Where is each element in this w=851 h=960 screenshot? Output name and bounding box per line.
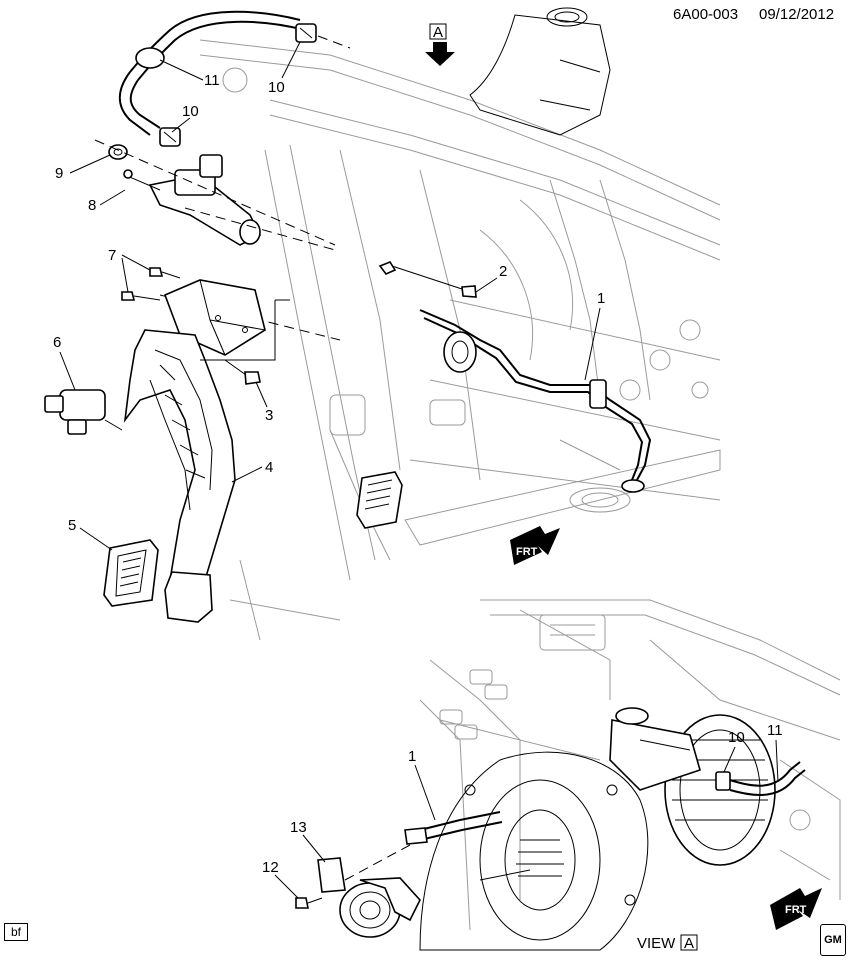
diagram-date: 09/12/2012 <box>759 6 834 23</box>
callout-8: 8 <box>88 197 96 214</box>
clutch-hose <box>118 10 306 136</box>
svg-text:FRT: FRT <box>516 546 538 558</box>
bf-tag: bf <box>4 923 28 941</box>
gm-logo: GM <box>820 924 846 956</box>
callout-9: 9 <box>55 165 63 182</box>
callout-6: 6 <box>53 334 61 351</box>
bolt-lower <box>121 291 161 301</box>
view-label: VIEW A <box>637 934 698 952</box>
callout-10-left: 10 <box>182 103 199 120</box>
svg-text:VIEW: VIEW <box>637 935 676 952</box>
view-callout-a: A <box>425 23 455 66</box>
callout-5: 5 <box>68 517 76 534</box>
callout-3: 3 <box>265 407 273 424</box>
bolt-upper <box>149 267 181 279</box>
svg-text:A: A <box>684 935 694 952</box>
frt-arrow-lower: FRT <box>770 888 822 930</box>
slave-cylinder-bolt <box>295 897 323 909</box>
pedal-pad-mounted <box>164 571 213 623</box>
svg-text:A: A <box>433 24 443 41</box>
callout-7: 7 <box>108 247 116 264</box>
clutch-hose-view <box>729 761 806 796</box>
brake-master-cylinder <box>609 707 701 791</box>
frt-arrow-icon <box>770 888 822 930</box>
hydraulic-pipe-view <box>404 811 503 845</box>
concentric-slave-cylinder <box>317 844 421 938</box>
view-down-arrow-icon <box>425 42 455 66</box>
callout-2: 2 <box>499 263 507 280</box>
bracket-bolt <box>224 359 261 385</box>
brake-pedal-pad <box>356 471 403 529</box>
pedal-pad <box>103 539 159 607</box>
callout-10-upper: 10 <box>268 79 285 96</box>
hydraulic-pipe <box>419 309 652 493</box>
callout-10-view: 10 <box>728 729 745 746</box>
callout-1: 1 <box>597 290 605 307</box>
frt-arrow-upper: FRT <box>510 526 560 565</box>
callout-11-view: 11 <box>767 722 783 739</box>
clutch-switch <box>44 389 123 435</box>
firewall-structure <box>199 39 721 641</box>
pedal-pivot-bolt <box>378 261 477 298</box>
callout-11-upper: 11 <box>204 72 220 89</box>
svg-text:FRT: FRT <box>785 904 807 916</box>
transmission-bell-housing <box>419 751 649 951</box>
callout-13: 13 <box>290 819 307 836</box>
hose-clamp-lower <box>159 127 181 147</box>
frt-arrow-icon <box>510 526 560 565</box>
clutch-master-cylinder <box>123 154 262 246</box>
hose-clamp-upper <box>295 23 317 43</box>
callout-12: 12 <box>262 859 279 876</box>
callout-4: 4 <box>265 459 273 476</box>
hose-clamp-view <box>715 771 731 791</box>
brake-fluid-reservoir <box>469 7 611 136</box>
callout-1-view: 1 <box>408 748 416 765</box>
diagram-code: 6A00-003 <box>673 6 738 23</box>
engine-bay-structure <box>419 599 841 931</box>
